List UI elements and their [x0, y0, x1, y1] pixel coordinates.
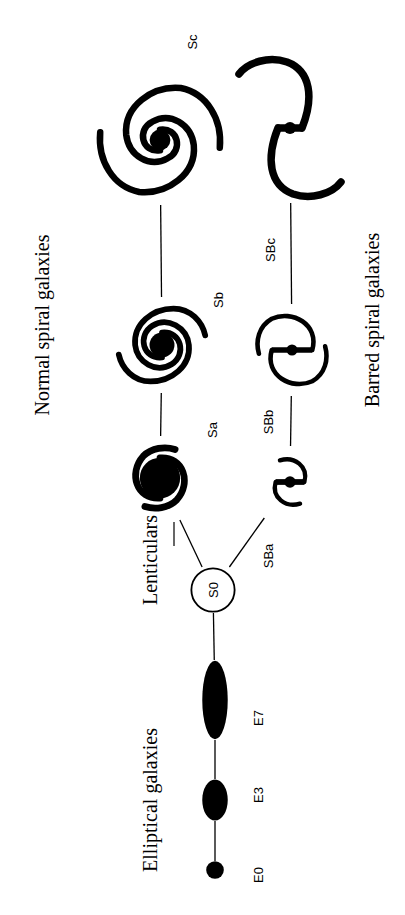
spiral-galaxy-shape: [118, 436, 202, 520]
connector-line: [290, 396, 292, 446]
category-label: Normal spiral galaxies: [32, 234, 52, 415]
tick-mark: [173, 522, 174, 546]
connector-line: [180, 520, 202, 567]
elliptical-galaxy: E7: [202, 660, 228, 740]
connector-line: [160, 205, 162, 297]
elliptical-galaxy-shape: [206, 861, 224, 879]
barred-spiral-galaxy-shape: [246, 304, 338, 396]
elliptical-galaxy-shape: [202, 779, 228, 821]
lenticular-circle: S0: [190, 567, 236, 613]
galaxy-type-label: Sa: [206, 422, 219, 438]
barred-spiral-galaxy: SBc: [230, 53, 350, 203]
spiral-galaxy: Sc: [95, 75, 225, 205]
connector-line: [290, 203, 292, 304]
galaxy-type-label: E3: [252, 787, 265, 803]
elliptical-galaxy: E0: [206, 861, 224, 879]
category-label: Elliptical galaxies: [140, 728, 160, 872]
galaxy-type-label: SBa: [262, 544, 275, 569]
galaxy-type-label: SBc: [264, 238, 277, 262]
barred-spiral-galaxy-shape: [254, 446, 326, 518]
category-label: Barred spiral galaxies: [362, 233, 382, 407]
galaxy-type-label: E0: [252, 867, 265, 883]
connector-line: [213, 613, 215, 660]
spiral-galaxy: Sb: [114, 297, 210, 393]
galaxy-type-label: SBb: [262, 410, 275, 435]
connector-line: [214, 740, 215, 779]
category-label: Lenticulars: [140, 515, 160, 605]
connector-line: [160, 393, 162, 436]
galaxy-type-label: S0: [207, 582, 220, 598]
barred-spiral-galaxy-shape: [230, 53, 350, 203]
connector-line: [214, 821, 215, 861]
elliptical-galaxy-shape: [202, 660, 228, 740]
spiral-galaxy-shape: [114, 297, 210, 393]
galaxy-type-label: E7: [252, 710, 265, 726]
elliptical-galaxy: E3: [202, 779, 228, 821]
spiral-galaxy-shape: [95, 75, 225, 205]
galaxy-type-label: Sb: [212, 292, 225, 308]
barred-spiral-galaxy: SBa: [254, 446, 326, 518]
spiral-galaxy: Sa: [118, 436, 202, 520]
barred-spiral-galaxy: SBb: [246, 304, 338, 396]
galaxy-type-label: Sc: [186, 34, 199, 49]
connector-line: [229, 518, 264, 567]
